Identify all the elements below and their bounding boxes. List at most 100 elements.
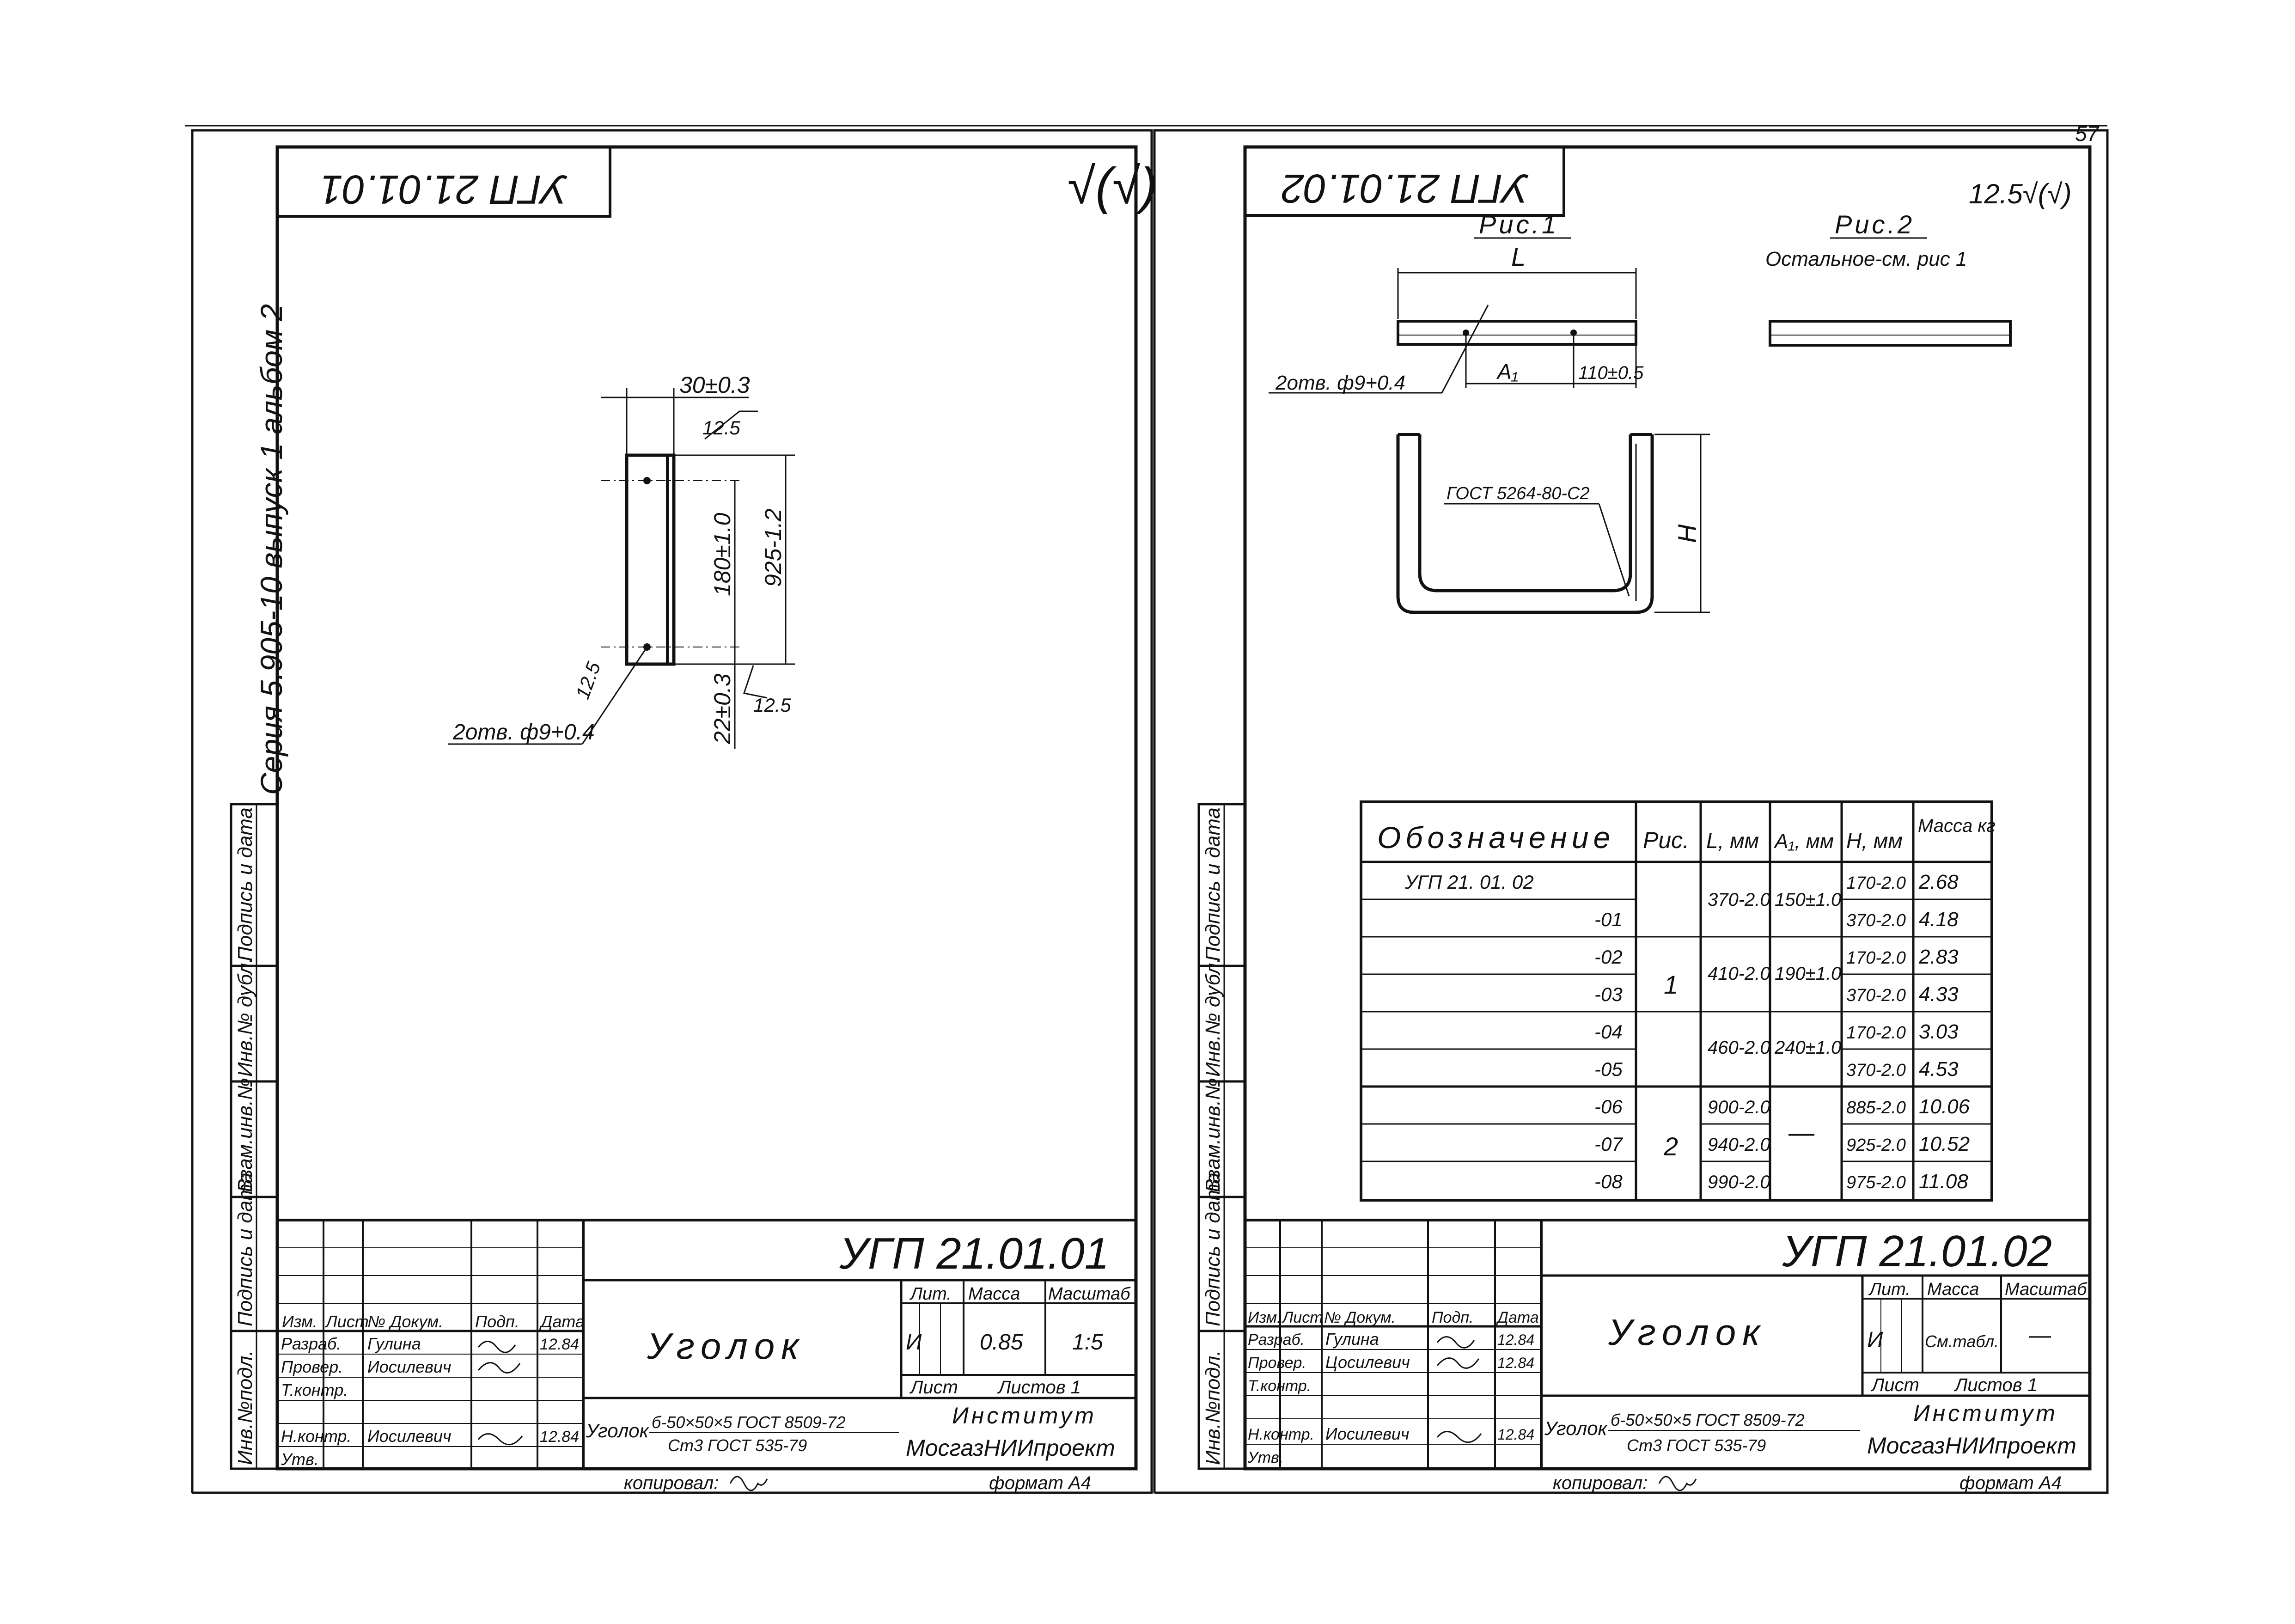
right-dim-H: H bbox=[1672, 524, 1702, 543]
table-cell-mass: 10.52 bbox=[1919, 1133, 1970, 1155]
right-role-0: Разраб. bbox=[1248, 1331, 1305, 1349]
left-date-0: 12.84 bbox=[540, 1336, 579, 1353]
right-role-4: Н.контр. bbox=[1248, 1426, 1314, 1443]
left-roughness-1: 12.5 bbox=[702, 417, 740, 439]
left-role-5: Утв. bbox=[281, 1450, 319, 1469]
left-hdr-doc: № Докум. bbox=[367, 1312, 443, 1331]
table-cell-H: 170-2.0 bbox=[1846, 948, 1906, 968]
left-dim-22: 22±0.3 bbox=[709, 673, 735, 745]
table-cell-mass: 2.68 bbox=[1918, 871, 1959, 893]
table-cell-designation: -01 bbox=[1594, 909, 1623, 930]
table-L-3: 460-2.0 bbox=[1708, 1038, 1770, 1058]
right-date-0: 12.84 bbox=[1497, 1331, 1534, 1348]
right-hdr-izm: Изм. bbox=[1248, 1309, 1282, 1326]
table-cell-mass: 3.03 bbox=[1919, 1020, 1959, 1043]
table-cell-mass: 11.08 bbox=[1919, 1170, 1968, 1193]
right-dim-A1: A₁ bbox=[1496, 360, 1518, 384]
right-fig2-drawing bbox=[1769, 320, 2012, 347]
left-sheet-label: Лист bbox=[909, 1377, 958, 1398]
right-side-label-4: Подпись и дата bbox=[1202, 807, 1224, 961]
right-side-label-0: Инв.№подл. bbox=[1202, 1350, 1224, 1465]
left-date-4: 12.84 bbox=[540, 1428, 579, 1446]
table-cell-L: 940-2.0 bbox=[1708, 1135, 1770, 1155]
left-side-label-2: Взам.инв.№ bbox=[234, 1078, 256, 1192]
left-scale-label: Масштаб bbox=[1048, 1284, 1131, 1304]
table-L-2: 410-2.0 bbox=[1708, 964, 1770, 984]
table-cell-H: 975-2.0 bbox=[1846, 1173, 1906, 1192]
left-roughness-icon: √(√) bbox=[1068, 158, 1157, 214]
left-side-label-3: Инв.№ дубл. bbox=[234, 958, 256, 1077]
left-format: формат А4 bbox=[989, 1473, 1091, 1493]
left-role-1: Провер. bbox=[281, 1357, 343, 1376]
left-material-2: Ст3 ГОСТ 535-79 bbox=[668, 1436, 807, 1455]
table-A-2: 190±1.0 bbox=[1775, 964, 1841, 984]
table-L-1: 370-2.0 bbox=[1708, 890, 1770, 910]
table-A-dash: — bbox=[1788, 1118, 1815, 1147]
left-code-stamp: УГП 21.01.01 bbox=[320, 167, 568, 213]
right-fig2-label: Рис.2 bbox=[1835, 210, 1915, 239]
right-channel-drawing: H ГОСТ 5264-80-С2 bbox=[1396, 433, 1710, 614]
right-mass-value: См.табл. bbox=[1925, 1332, 1999, 1351]
right-roughness-icon: 12.5√(√) bbox=[1969, 178, 2072, 209]
right-role-2: Т.контр. bbox=[1248, 1377, 1311, 1395]
table-cell-H: 170-2.0 bbox=[1846, 1023, 1906, 1043]
left-title-code: УГП 21.01.01 bbox=[839, 1229, 1110, 1278]
right-mass-label: Масса bbox=[1927, 1280, 1979, 1299]
left-signature-0 bbox=[477, 1341, 516, 1353]
table-cell-H: 370-2.0 bbox=[1846, 911, 1906, 930]
table-cell-designation: -07 bbox=[1594, 1133, 1623, 1155]
left-hdr-sign: Подп. bbox=[475, 1312, 519, 1331]
table-cell-designation: -06 bbox=[1594, 1096, 1623, 1117]
right-sheets-label: Листов 1 bbox=[1953, 1375, 2038, 1395]
right-title-code: УГП 21.01.02 bbox=[1782, 1227, 2052, 1276]
right-signature-1 bbox=[1436, 1357, 1480, 1369]
table-header-L: L, мм bbox=[1706, 829, 1759, 853]
table-header-designation: Обозначение bbox=[1377, 820, 1615, 855]
table-cell-H: 925-2.0 bbox=[1846, 1136, 1906, 1155]
left-material-prefix: Уголок bbox=[586, 1420, 650, 1441]
table-cell-designation: -04 bbox=[1594, 1021, 1623, 1043]
right-hdr-date: Дата bbox=[1495, 1309, 1539, 1326]
table-A-1: 150±1.0 bbox=[1775, 890, 1841, 910]
left-scale-value: 1:5 bbox=[1072, 1330, 1103, 1355]
left-hdr-izm: Изм. bbox=[282, 1312, 317, 1331]
left-signature-1 bbox=[477, 1362, 521, 1374]
right-lit-label: Лит. bbox=[1868, 1280, 1910, 1299]
right-dim-L: L bbox=[1511, 242, 1526, 271]
table-cell-L: 900-2.0 bbox=[1708, 1097, 1770, 1117]
right-copied-signature bbox=[1658, 1476, 1697, 1491]
left-role-2: Т.контр. bbox=[281, 1380, 348, 1399]
page-number: 57 bbox=[2075, 122, 2100, 146]
left-hdr-list: Лист bbox=[325, 1312, 369, 1331]
right-material-2: Ст3 ГОСТ 535-79 bbox=[1627, 1436, 1766, 1455]
table-cell-H: 170-2.0 bbox=[1846, 873, 1906, 893]
right-signature-4 bbox=[1436, 1431, 1482, 1443]
left-roughness-3: 12.5 bbox=[753, 694, 791, 716]
right-sheet-label: Лист bbox=[1870, 1375, 1919, 1395]
left-lit-label: Лит. bbox=[909, 1284, 952, 1304]
left-roughness-2: 12.5 bbox=[571, 659, 604, 702]
right-person-1: Цосилевич bbox=[1325, 1353, 1410, 1372]
right-side-label-2: Взам.инв.№ bbox=[1202, 1078, 1224, 1192]
left-title-name: Уголок bbox=[647, 1325, 805, 1367]
right-title-block: Изм. Лист № Докум. Подп. Дата Разраб. Пр… bbox=[1244, 1219, 2091, 1470]
right-spec-table: Обозначение Рис. L, мм A₁, мм H, мм Масс… bbox=[1360, 800, 1996, 1202]
table-cell-designation: -03 bbox=[1594, 983, 1623, 1005]
table-ris-1: 1 bbox=[1664, 970, 1678, 999]
table-cell-designation: -08 bbox=[1594, 1171, 1623, 1192]
left-role-0: Разраб. bbox=[281, 1334, 341, 1353]
right-fig1-label: Рис.1 bbox=[1479, 210, 1559, 239]
right-scale-value: — bbox=[2028, 1323, 2051, 1348]
left-role-4: Н.контр. bbox=[281, 1427, 351, 1446]
left-sheets-label: Листов 1 bbox=[997, 1377, 1081, 1398]
left-dim-925: 925-1.2 bbox=[760, 508, 786, 587]
table-header-ris: Рис. bbox=[1643, 827, 1689, 853]
left-person-0: Гулина bbox=[367, 1334, 421, 1353]
right-hdr-list: Лист bbox=[1282, 1309, 1323, 1326]
right-copied: копировал: bbox=[1553, 1473, 1648, 1493]
left-material-1: б-50×50×5 ГОСТ 8509-72 bbox=[652, 1413, 846, 1432]
table-cell-mass: 4.33 bbox=[1919, 983, 1959, 1006]
right-role-5: Утв. bbox=[1247, 1449, 1283, 1466]
left-side-label-1: Подпись и дата bbox=[234, 1172, 256, 1326]
